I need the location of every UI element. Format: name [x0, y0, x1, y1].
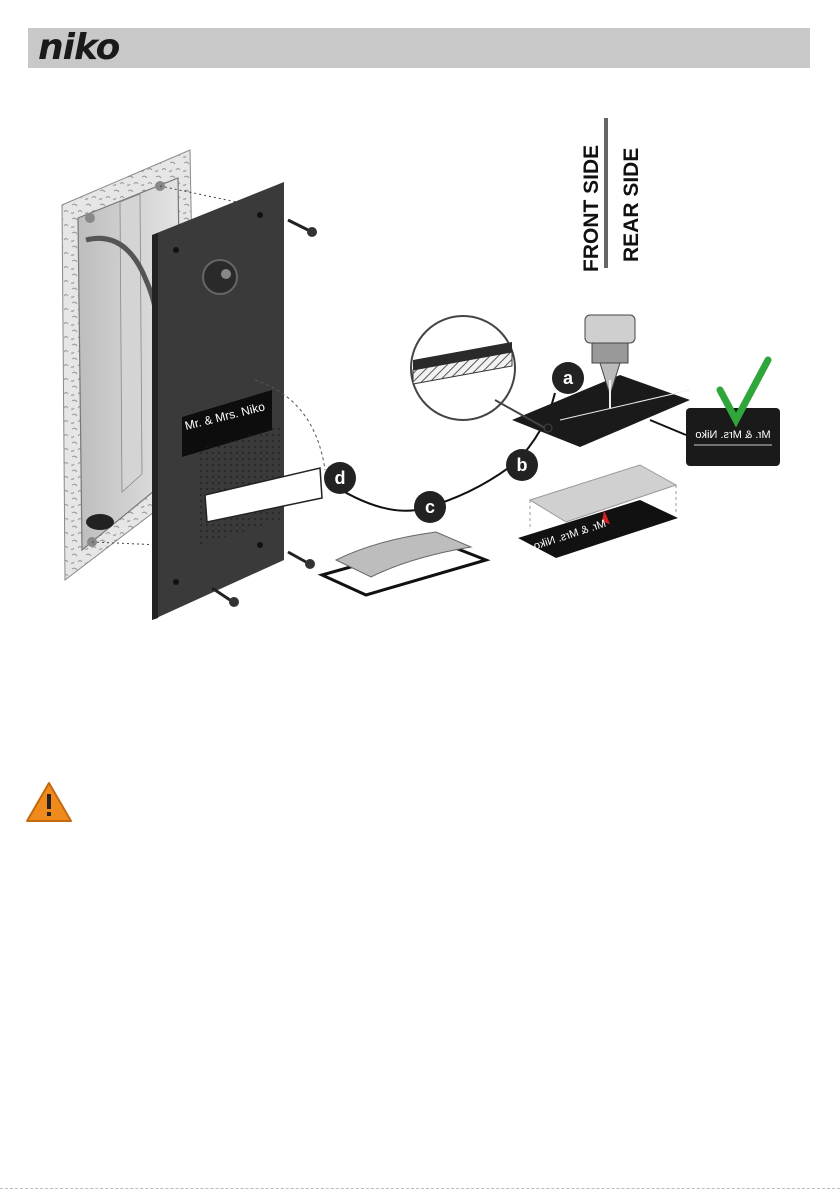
front-side-label: FRONT SIDE: [580, 145, 603, 272]
svg-text:b: b: [517, 455, 528, 475]
adhesive-film-card: [322, 532, 486, 595]
rear-side-label: REAR SIDE: [620, 148, 643, 262]
header-bar: niko: [28, 28, 810, 68]
step-c-marker: c: [414, 491, 446, 523]
finished-plate-text: Mr. & Mrs. Niko: [695, 429, 770, 441]
protective-layer-removal: Mr. & Mrs. Niko: [518, 465, 678, 558]
door-station-panel: Mr. & Mrs. Niko: [152, 182, 325, 620]
installation-illustration: Mr. & Mrs. Niko d c b a: [0, 90, 840, 630]
step-a-marker: a: [552, 362, 584, 394]
page-bottom-rule: [0, 1188, 840, 1189]
engraving-tool: [512, 315, 690, 447]
svg-text:c: c: [425, 497, 435, 517]
niko-logo: niko: [38, 30, 119, 66]
svg-text:a: a: [563, 368, 574, 388]
front-rear-side-label: FRONT SIDE REAR SIDE: [580, 118, 643, 272]
svg-text:d: d: [335, 468, 346, 488]
warning-triangle-icon: [25, 780, 73, 824]
step-b-marker: b: [506, 449, 538, 481]
step-d-marker: d: [324, 462, 356, 494]
finished-nameplate: Mr. & Mrs. Niko: [650, 360, 780, 466]
